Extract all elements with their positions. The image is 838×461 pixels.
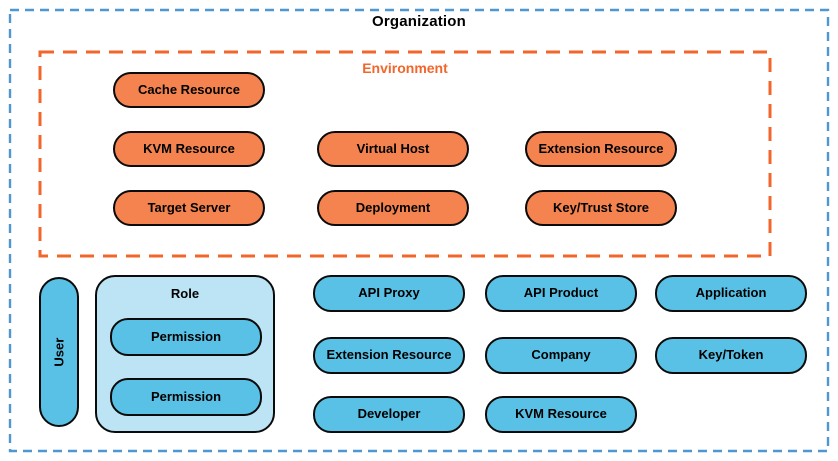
node-kvm-resource: KVM Resource [485, 396, 637, 433]
node-api-proxy: API Proxy [313, 275, 465, 312]
node-api-product: API Product [485, 275, 637, 312]
permission-node: Permission [110, 378, 262, 416]
env-node-cache-resource: Cache Resource [113, 72, 265, 108]
node-user: User [39, 277, 79, 427]
organization-title: Organization [371, 13, 467, 30]
env-node-target-server: Target Server [113, 190, 265, 226]
node-key-token: Key/Token [655, 337, 807, 374]
environment-title: Environment [362, 60, 448, 76]
node-company: Company [485, 337, 637, 374]
role-group: Role Permission Permission [95, 275, 275, 433]
node-extension-resource: Extension Resource [313, 337, 465, 374]
node-developer: Developer [313, 396, 465, 433]
env-node-key-trust-store: Key/Trust Store [525, 190, 677, 226]
permission-node: Permission [110, 318, 262, 356]
env-node-kvm-resource: KVM Resource [113, 131, 265, 167]
node-user-label: User [50, 337, 66, 367]
env-node-virtual-host: Virtual Host [317, 131, 469, 167]
env-node-extension-resource: Extension Resource [525, 131, 677, 167]
node-application: Application [655, 275, 807, 312]
env-node-deployment: Deployment [317, 190, 469, 226]
role-title: Role [170, 286, 200, 301]
